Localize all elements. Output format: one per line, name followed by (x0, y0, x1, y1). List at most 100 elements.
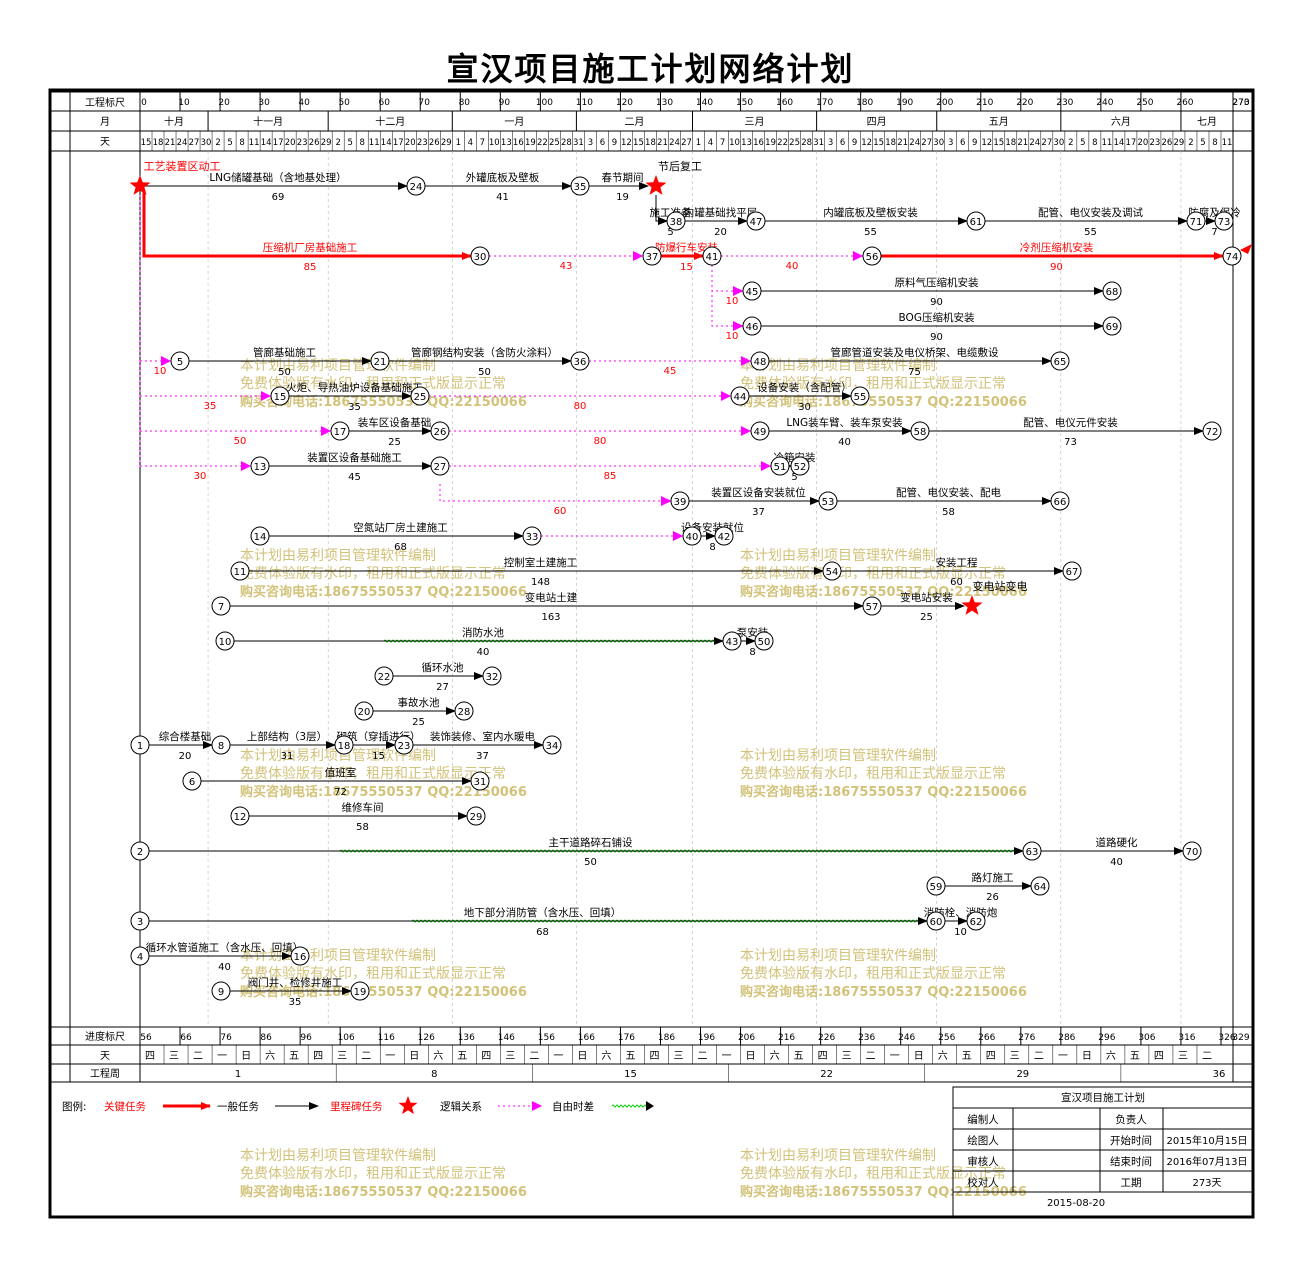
task-arrow (142, 190, 472, 260)
day-value: 22 (537, 138, 548, 148)
scale-tick-label: 60 (378, 98, 390, 108)
node-circle (926, 876, 946, 896)
logic-arrowhead (661, 496, 671, 506)
day-value: 18 (885, 138, 896, 148)
task-duration-label: 35 (289, 997, 302, 1008)
week-value: 22 (820, 1069, 833, 1080)
node-circle (730, 386, 750, 406)
node-circle (211, 735, 231, 755)
task-name-label: 综合楼基础 (159, 730, 212, 743)
scale-tick-label: 210 (976, 98, 993, 108)
node-circle (215, 631, 235, 651)
day-value: 23 (1150, 138, 1161, 148)
logic-duration-label: 50 (234, 436, 247, 447)
day-value: 17 (1125, 138, 1136, 148)
weekday-value: 日 (1082, 1051, 1092, 1062)
node-number: 55 (854, 392, 867, 403)
day-value: 2 (215, 138, 220, 148)
node-circle (211, 596, 231, 616)
day-value: 6 (960, 138, 965, 148)
task-duration-label: 40 (1110, 857, 1123, 868)
day-value: 23 (297, 138, 308, 148)
day-value: 9 (852, 138, 857, 148)
scale-tick-label: 250 (1136, 98, 1153, 108)
milestone-label: 变电站变电 (973, 579, 1028, 593)
progress-tick-label: 66 (180, 1033, 192, 1043)
node-number: 53 (822, 497, 835, 508)
info-box (952, 1086, 1254, 1218)
task-duration-label: 26 (986, 892, 999, 903)
legend-float-line (611, 1104, 649, 1108)
legend-float-arrowhead (646, 1101, 654, 1111)
node-circle (430, 421, 450, 441)
task-duration-label: 90 (1050, 262, 1063, 273)
info-box-key: 结束时间 (1110, 1155, 1152, 1168)
progress-tick-label: 276 (1018, 1033, 1035, 1043)
info-box-key: 审核人 (967, 1155, 999, 1168)
day-value: 9 (612, 138, 617, 148)
node-number: 60 (930, 917, 943, 928)
day-value: 22 (777, 138, 788, 148)
day-value: 14 (381, 138, 392, 148)
progress-tick-label: 306 (1138, 1033, 1155, 1043)
progress-tick-label: 146 (498, 1033, 515, 1043)
watermark-line: 免费体验版有水印，租用和正式版显示正常 (740, 376, 1006, 392)
scale-tick-label: 260 (1176, 98, 1193, 108)
watermark-line: 购买咨询电话:18675550537 QQ:22150066 (740, 784, 1027, 800)
task-name-label: 火炬、导热油炉设备基础施工 (286, 381, 423, 394)
node-number: 69 (1106, 322, 1119, 333)
info-box-value: 2015年10月15日 (1167, 1134, 1248, 1147)
node-number: 5 (177, 357, 183, 368)
node-circle (966, 211, 986, 231)
watermark-line: 购买咨询电话:18675550537 QQ:22150066 (240, 1184, 527, 1200)
logic-arrowhead (733, 286, 743, 296)
task-name-label: 配管、电仪安装及调试 (1038, 206, 1143, 219)
progress-tick-label: 296 (1098, 1033, 1115, 1043)
weekday-value: 三 (337, 1051, 347, 1062)
day-value: 10 (489, 138, 500, 148)
day-value: 26 (309, 138, 320, 148)
info-box-key: 工期 (1121, 1177, 1142, 1189)
node-circle (406, 176, 426, 196)
node-number: 17 (334, 427, 347, 438)
progress-tick-label: 136 (458, 1033, 475, 1043)
scale-tick-label: 50 (338, 98, 350, 108)
task-duration-label: 25 (412, 717, 425, 728)
task-name-label: 内罐基础找平层 (684, 206, 758, 219)
day-value: 21 (897, 138, 908, 148)
weekday-value: 四 (1154, 1051, 1164, 1062)
day-value: 19 (765, 138, 776, 148)
task-duration-label: 58 (356, 822, 369, 833)
progress-tick-label: 156 (538, 1033, 555, 1043)
end-marker (1240, 244, 1252, 254)
node-number: 14 (254, 532, 267, 543)
node-number: 32 (486, 672, 499, 683)
node-number: 45 (746, 287, 759, 298)
node-circle (211, 981, 231, 1001)
weekday-value: 五 (457, 1051, 467, 1062)
node-circle (334, 735, 354, 755)
node-number: 19 (354, 987, 367, 998)
node-circle (682, 526, 702, 546)
task-duration-label: 19 (616, 192, 629, 203)
day-value: 30 (1053, 138, 1064, 148)
day-value: 8 (1092, 138, 1097, 148)
info-box-key: 校对人 (967, 1176, 999, 1189)
task-duration-label: 10 (954, 927, 967, 938)
day-value: 25 (789, 138, 800, 148)
task-name-label: 阀门井、检修井施工 (248, 976, 343, 989)
node-number: 31 (474, 777, 487, 788)
progress-tick-label: 56 (140, 1033, 152, 1043)
legend-milestone-star (398, 1096, 418, 1115)
task-duration-label: 37 (752, 507, 765, 518)
logic-duration-label: 35 (204, 401, 217, 412)
node-number: 6 (189, 777, 195, 788)
day-value: 26 (429, 138, 440, 148)
node-number: 21 (374, 357, 387, 368)
weekday-value: 一 (553, 1051, 563, 1062)
node-circle (1050, 351, 1070, 371)
day-value: 10 (729, 138, 740, 148)
node-circle (1030, 876, 1050, 896)
node-circle (470, 771, 490, 791)
